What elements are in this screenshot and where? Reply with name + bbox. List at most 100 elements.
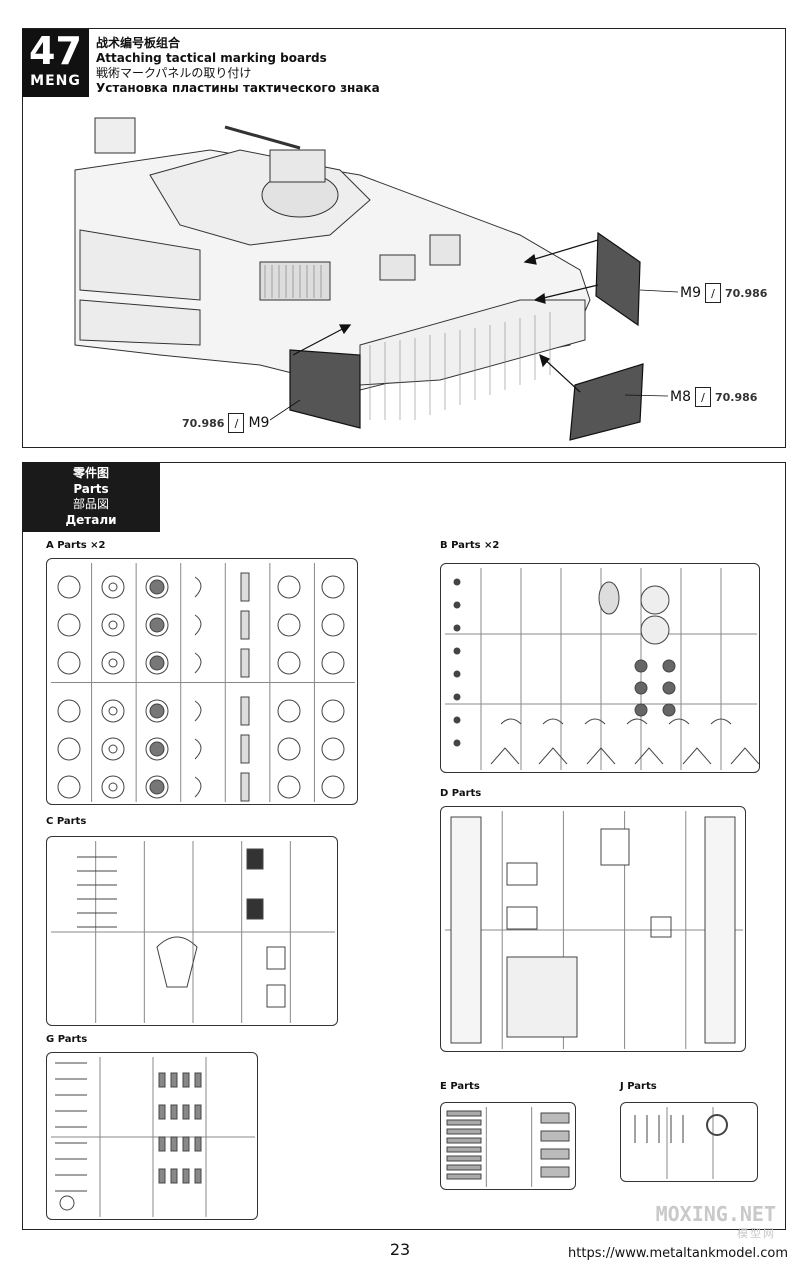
- track-segment-part: [540, 1166, 570, 1178]
- road-wheel-part: [321, 651, 345, 675]
- road-wheel-part: [57, 699, 81, 723]
- road-wheel-hub: [149, 579, 165, 595]
- page-number: 23: [389, 1240, 411, 1259]
- marking-board-m8: [569, 363, 644, 441]
- road-wheel-part: [145, 651, 169, 675]
- mount-part: [682, 747, 712, 765]
- step-number: 47: [29, 29, 82, 73]
- spring-ring-part: [706, 1114, 728, 1136]
- small-part: [453, 716, 461, 724]
- link-part: [158, 1072, 166, 1088]
- track-segment-part: [446, 1137, 482, 1144]
- link-part: [158, 1136, 166, 1152]
- track-segment-part: [446, 1155, 482, 1162]
- box-part: [650, 916, 672, 938]
- road-wheel-part: [321, 737, 345, 761]
- spring-part: [240, 648, 250, 678]
- mount-part: [586, 747, 616, 765]
- road-wheel-part: [321, 699, 345, 723]
- road-wheel-hub: [149, 655, 165, 671]
- parts-header-ru: Детали: [65, 512, 117, 527]
- road-wheel-part: [277, 651, 301, 675]
- deck-plate-part: [506, 956, 578, 1038]
- parts-header-en: Parts: [73, 481, 109, 496]
- road-wheel-part: [101, 699, 125, 723]
- step-title-ja: 戦術マークパネルの取り付け: [96, 66, 252, 80]
- glue-brush-icon: ∕: [705, 283, 721, 303]
- mount-part: [730, 747, 760, 765]
- wheel-part: [634, 681, 648, 695]
- road-wheel-hub: [108, 782, 118, 792]
- track-link-part: [194, 652, 202, 674]
- brand-logo: MENG: [30, 73, 81, 89]
- parts-header-zh: 零件图: [72, 466, 109, 480]
- spring-part: [240, 610, 250, 640]
- track-segment-part: [540, 1130, 570, 1142]
- link-part: [194, 1104, 202, 1120]
- link-part: [182, 1168, 190, 1184]
- small-part: [453, 578, 461, 586]
- track-link-part: [194, 700, 202, 722]
- part-code: M9: [680, 285, 701, 301]
- watermark: MOXING.NET 模型网: [656, 1204, 776, 1244]
- sprue-label-c: C Parts: [46, 816, 87, 827]
- parts-header-ja: 部品図: [72, 497, 109, 511]
- panel-part: [506, 862, 538, 886]
- road-wheel-hub: [108, 620, 118, 630]
- ring-part: [59, 1195, 75, 1211]
- road-wheel-part: [321, 575, 345, 599]
- tank-assembly-drawing: [74, 117, 679, 441]
- link-part: [182, 1104, 190, 1120]
- bracket-part: [584, 718, 606, 725]
- track-segment-part: [446, 1173, 482, 1180]
- track-link-part: [194, 776, 202, 798]
- track-segment-part: [446, 1146, 482, 1153]
- box-part: [266, 984, 286, 1008]
- link-part: [194, 1168, 202, 1184]
- wheel-part: [634, 659, 648, 673]
- parts-header: 零件图 Parts 部品図 Детали: [22, 462, 160, 532]
- part-code: M8: [670, 389, 691, 405]
- road-wheel-hub: [108, 658, 118, 668]
- side-skirt-part: [450, 816, 482, 1044]
- track-link-part: [194, 738, 202, 760]
- road-wheel-part: [101, 575, 125, 599]
- box-part: [266, 946, 286, 970]
- wheel-part: [662, 703, 676, 717]
- sprue-label-j: J Parts: [620, 1081, 657, 1092]
- step-title-ru: Установка пластины тактического знака: [96, 81, 380, 95]
- wheel-part: [662, 659, 676, 673]
- small-part: [453, 601, 461, 609]
- road-wheel-hub: [149, 741, 165, 757]
- road-wheel-part: [145, 775, 169, 799]
- glue-brush-icon: ∕: [228, 413, 245, 433]
- side-skirt-part: [704, 816, 736, 1044]
- track-segment-part: [540, 1148, 570, 1160]
- hatch-part: [600, 828, 630, 866]
- road-wheel-hub: [149, 617, 165, 633]
- callout-m9-rear: M9 ∕ 70.986: [680, 283, 767, 303]
- wheel-part: [634, 703, 648, 717]
- idler-part: [598, 581, 620, 615]
- sprue-a: [46, 558, 358, 805]
- small-part: [453, 693, 461, 701]
- plate-part: [156, 936, 198, 988]
- road-wheel-part: [57, 575, 81, 599]
- road-wheel-part: [57, 775, 81, 799]
- wheel-part: [662, 681, 676, 695]
- track-segment-part: [446, 1119, 482, 1126]
- spring-part: [240, 772, 250, 802]
- sprue-d: [440, 806, 746, 1052]
- sprue-b: [440, 563, 760, 773]
- road-wheel-part: [145, 575, 169, 599]
- road-wheel-hub: [108, 706, 118, 716]
- road-wheel-part: [321, 775, 345, 799]
- mount-part: [634, 747, 664, 765]
- sprue-label-g: G Parts: [46, 1034, 88, 1045]
- step-badge: 47 MENG: [22, 29, 89, 97]
- spring-part: [240, 734, 250, 764]
- small-part: [453, 624, 461, 632]
- track-segment-part: [446, 1128, 482, 1135]
- road-wheel-part: [277, 737, 301, 761]
- road-wheel-part: [145, 737, 169, 761]
